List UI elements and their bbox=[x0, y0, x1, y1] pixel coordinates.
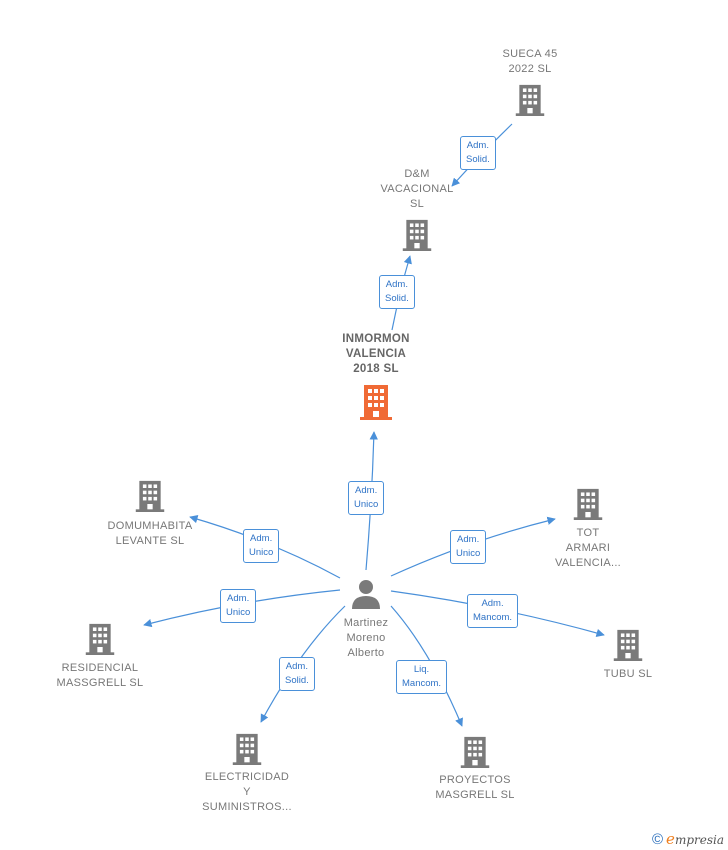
building-icon bbox=[360, 385, 392, 420]
company-label: DOMUMHABITA LEVANTE SL bbox=[107, 520, 193, 547]
company-dm[interactable]: D&M VACACIONAL SL bbox=[362, 167, 472, 253]
brand-name: mpresia bbox=[674, 833, 724, 847]
edge-proyectos bbox=[390, 605, 463, 727]
company-residencial[interactable]: RESIDENCIAL MASSGRELL SL bbox=[45, 621, 155, 691]
relation-badge-tot[interactable]: Adm. Unico bbox=[450, 530, 487, 564]
person-icon bbox=[352, 580, 380, 609]
relation-badge-inmormon[interactable]: Adm. Unico bbox=[348, 481, 385, 515]
building-icon bbox=[232, 733, 262, 765]
company-label: ELECTRICIDAD Y SUMINISTROS... bbox=[202, 771, 292, 813]
company-label: RESIDENCIAL MASSGRELL SL bbox=[56, 662, 144, 689]
company-label: TOT ARMARI VALENCIA... bbox=[554, 527, 622, 569]
company-domum[interactable]: DOMUMHABITA LEVANTE SL bbox=[90, 478, 210, 549]
company-label: D&M VACACIONAL SL bbox=[380, 168, 454, 210]
relation-badge-sueca[interactable]: Adm. Solid. bbox=[460, 136, 496, 170]
company-tubu[interactable]: TUBU SL bbox=[588, 627, 668, 682]
company-electricidad[interactable]: ELECTRICIDAD Y SUMINISTROS... bbox=[190, 731, 304, 815]
relation-badge-proyectos[interactable]: Liq. Mancom. bbox=[396, 660, 448, 694]
building-icon bbox=[573, 488, 603, 520]
building-icon bbox=[613, 629, 643, 661]
building-icon bbox=[135, 480, 165, 512]
company-inmormon[interactable]: INMORMON VALENCIA 2018 SL bbox=[318, 332, 434, 421]
brand-logo-initial: e bbox=[666, 830, 675, 848]
company-proyectos[interactable]: PROYECTOS MASGRELL SL bbox=[420, 734, 530, 803]
person-node[interactable]: Martinez Moreno Alberto bbox=[328, 578, 404, 661]
company-tot[interactable]: TOT ARMARI VALENCIA... bbox=[543, 486, 633, 571]
footer-brand[interactable]: ©empresia bbox=[652, 830, 724, 848]
company-label: PROYECTOS MASGRELL SL bbox=[435, 774, 515, 801]
relation-badge-dm[interactable]: Adm. Solid. bbox=[379, 275, 415, 309]
company-label: SUECA 45 2022 SL bbox=[502, 48, 558, 75]
building-icon bbox=[402, 219, 432, 251]
company-sueca[interactable]: SUECA 45 2022 SL bbox=[480, 47, 580, 118]
relation-badge-domum[interactable]: Adm. Unico bbox=[243, 529, 280, 563]
building-icon bbox=[515, 84, 545, 116]
building-icon bbox=[85, 623, 115, 655]
relation-badge-electricidad[interactable]: Adm. Solid. bbox=[279, 657, 315, 691]
relation-badge-tubu[interactable]: Adm. Mancom. bbox=[467, 594, 519, 628]
person-label: Martinez Moreno Alberto bbox=[343, 617, 389, 659]
copyright-icon: © bbox=[651, 831, 664, 848]
building-icon bbox=[460, 736, 490, 768]
company-label: TUBU SL bbox=[603, 668, 653, 680]
relation-badge-residencial[interactable]: Adm. Unico bbox=[220, 589, 257, 623]
company-label: INMORMON VALENCIA 2018 SL bbox=[342, 333, 410, 375]
